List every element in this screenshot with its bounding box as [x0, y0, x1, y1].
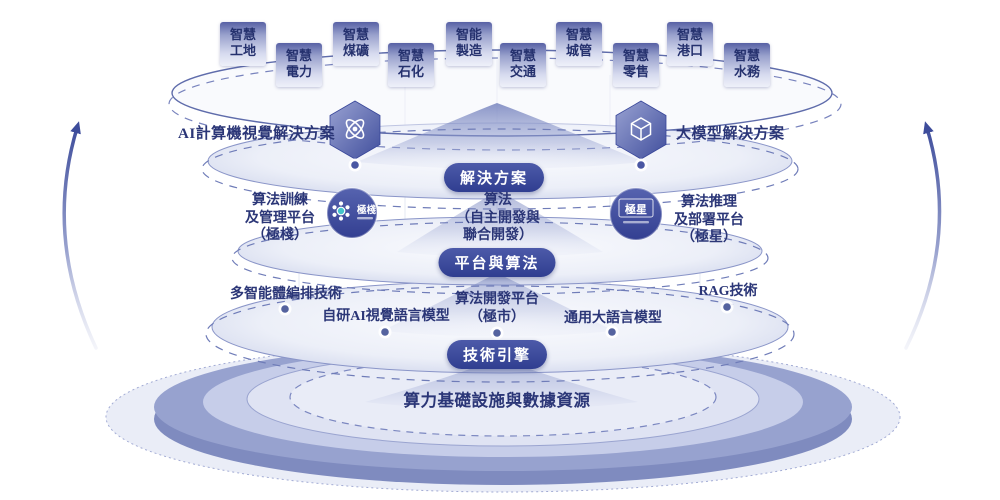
- label-llm-solution: 大模型解決方案: [676, 126, 785, 142]
- atom-icon: [345, 119, 365, 139]
- label-line: 聯合開發）: [463, 228, 533, 243]
- right-up-arrow: [904, 121, 942, 350]
- label-line: 算法訓練: [252, 193, 308, 208]
- tech-item-vlm: 自研AI視覺語言模型: [322, 309, 450, 324]
- tech-item-llm: 通用大語言模型: [564, 311, 662, 326]
- app-box-smart-petrochem: 智慧石化: [388, 43, 434, 87]
- label-line: 算法推理: [681, 195, 737, 210]
- badge-jizhan-label: 極棧: [356, 204, 377, 216]
- gear-icon: [332, 201, 350, 221]
- disc-dashed-outlines: [201, 128, 799, 383]
- app-box-smart-water: 智慧水務: [724, 43, 770, 87]
- label-foundation: 算力基礎設施與數據資源: [403, 391, 591, 410]
- app-box-smart-transport: 智慧交通: [500, 43, 546, 87]
- label-inference-platform: 算法推理 及部署平台 （極星）: [674, 194, 744, 247]
- label-line: 及部署平台: [674, 212, 744, 228]
- label-line: 算法: [484, 193, 512, 208]
- foundation-disc: [105, 341, 901, 493]
- pill-platform-algorithms: 平台與算法: [438, 248, 556, 277]
- applications-disc-dashed: [168, 57, 842, 151]
- funnel-cones: [357, 103, 644, 410]
- cv-solution-hexagon: [329, 100, 381, 172]
- app-box-smart-coal: 智慧煤礦: [333, 22, 379, 66]
- label-algorithms: 算法 （自主開發與 聯合開發）: [456, 192, 540, 245]
- badge-jizhan: 極棧: [326, 187, 378, 239]
- pill-tech-engine: 技術引擎: [446, 340, 548, 369]
- tech-item-dev-platform: 算法開發平台 （極市）: [455, 291, 539, 326]
- tech-item-multi-agent: 多智能體編排技術: [230, 287, 342, 302]
- label-line: （極星）: [681, 230, 737, 245]
- tech-connector-dots: [278, 300, 734, 340]
- label-line: （自主開發與: [456, 210, 540, 226]
- app-box-smart-port: 智慧港口: [667, 22, 713, 66]
- label-line: （極市）: [469, 309, 525, 325]
- app-box-smart-citymgmt: 智慧城管: [556, 22, 602, 66]
- app-box-smart-retail: 智慧零售: [613, 43, 659, 87]
- pill-solutions: 解決方案: [443, 163, 545, 192]
- label-ai-cv-solution: AI計算機視覺解決方案: [178, 126, 336, 142]
- app-box-smart-manufacturing: 智能製造: [446, 22, 492, 66]
- llm-solution-hexagon: [615, 100, 667, 172]
- cube-icon: [630, 117, 652, 141]
- badge-jixing-label: 極星: [624, 202, 647, 216]
- label-training-platform: 算法訓練 及管理平台 （極棧）: [245, 192, 315, 245]
- left-up-arrow: [62, 121, 98, 350]
- app-box-smart-site: 智慧工地: [220, 22, 266, 66]
- label-line: （極棧）: [252, 228, 308, 243]
- tech-item-rag: RAG技術: [698, 284, 758, 299]
- badge-jixing: 極星: [609, 187, 663, 241]
- app-box-smart-power: 智慧電力: [276, 43, 322, 87]
- label-line: 算法開發平台: [455, 292, 539, 307]
- label-line: 及管理平台: [245, 210, 315, 226]
